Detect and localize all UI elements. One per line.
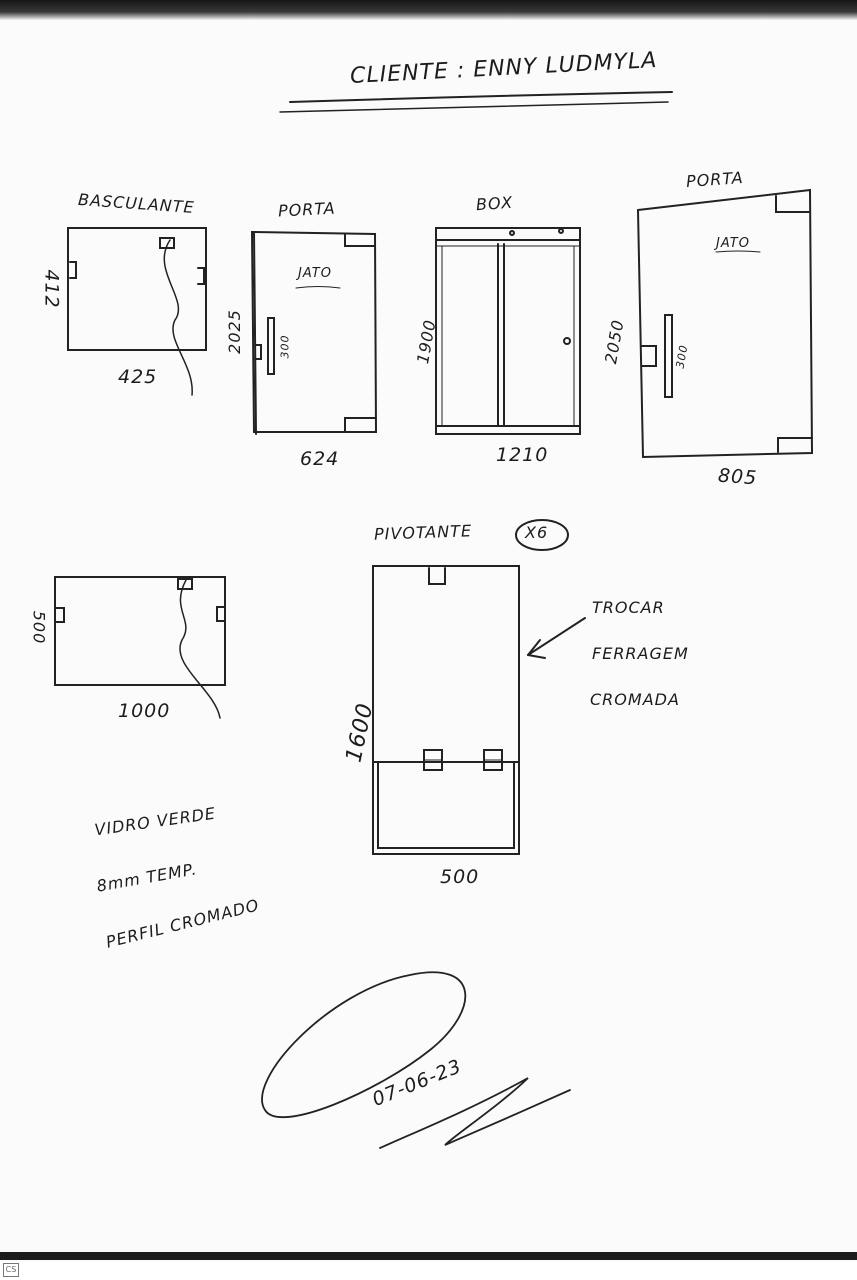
porta-1-height: 2025 [224,309,244,354]
porta-2-width: 805 [717,464,758,490]
box-width: 1210 [496,444,549,466]
box-drawing [435,227,581,435]
porta-1-jato-label: JATO [298,266,332,281]
basculante-2-drawing [54,576,226,719]
porta-1-drawing [250,230,378,435]
signature-drawing [261,971,571,1149]
pivotante-width: 500 [440,866,480,888]
annotation-arrow [527,617,586,659]
porta-1-width: 624 [300,448,340,470]
scan-top-edge [0,0,857,20]
header-underline-2 [279,101,669,113]
annotation-line-3: CROMADA [590,690,680,709]
pivotante-qty: X6 [525,523,549,542]
annotation-line-2: FERRAGEM [592,644,689,663]
basculante-2-width: 1000 [118,700,171,722]
porta-1-title: PORTA [277,198,337,221]
basculante-1-drawing [67,227,207,396]
pivotante-drawing [372,519,569,855]
porta-1-handle: 300 [278,334,292,359]
basculante-1-height: 412 [40,269,63,309]
scan-bottom-edge [0,1252,857,1260]
pivotante-title: PIVOTANTE [373,521,473,544]
box-title: BOX [475,192,514,215]
porta-2-jato-label: JATO [716,236,750,251]
scanner-badge: CS [3,1263,19,1277]
basculante-2-height: 500 [29,610,49,645]
annotation-line-1: TROCAR [592,598,665,617]
porta-2-title: PORTA [685,168,745,191]
porta-2-drawing [636,188,814,459]
basculante-1-width: 425 [118,366,158,388]
header-underline [289,91,673,103]
scanner-footer [0,1262,857,1280]
